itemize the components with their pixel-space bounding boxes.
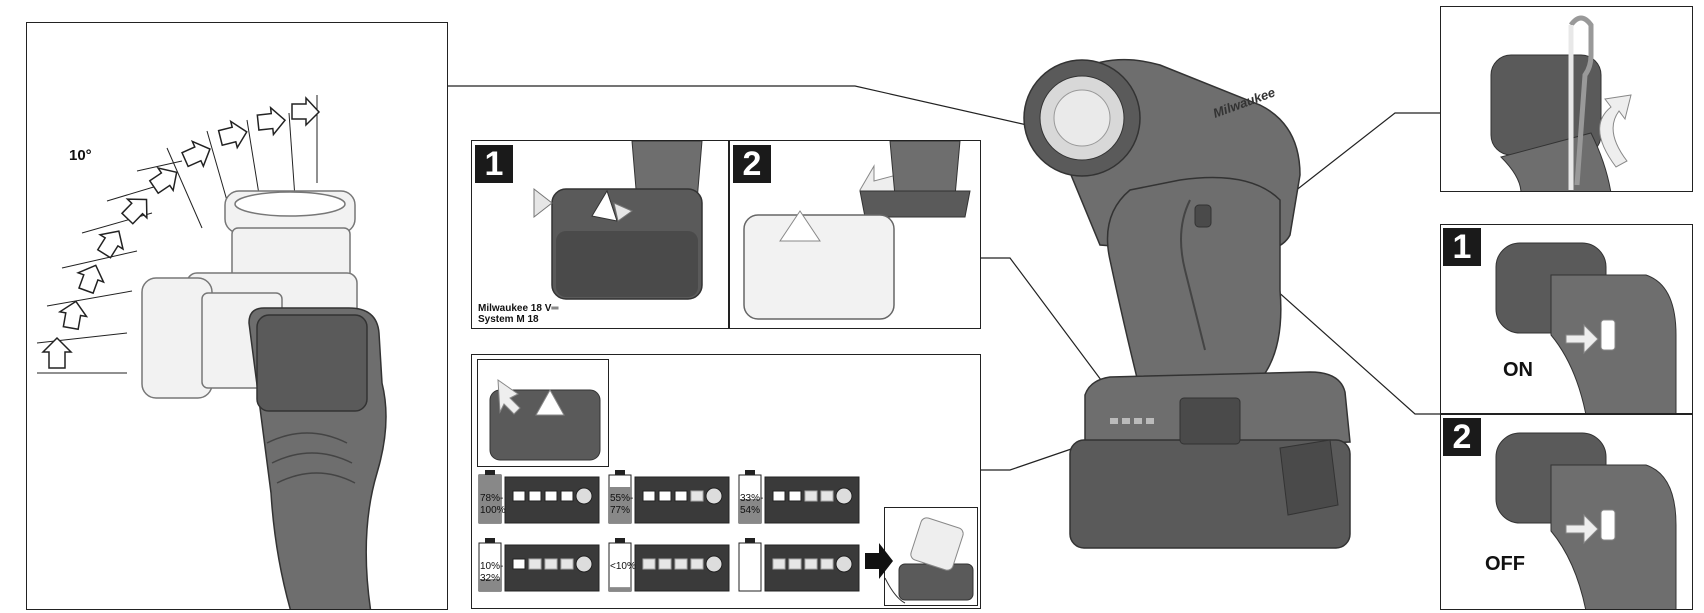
fuel-gauge-button: [835, 487, 853, 505]
led-lit: [544, 490, 558, 502]
charge-percent-top: 10%-: [480, 561, 504, 572]
battery-gauge-cap: [745, 470, 755, 475]
battery-gauge-cap: [745, 538, 755, 543]
fuel-gauge-button: [575, 487, 593, 505]
lamp-handle: [248, 307, 387, 609]
charge-level-item: 33%-54%: [737, 467, 861, 527]
charge-button-inset: [477, 359, 609, 467]
switch-off-panel: 2 OFF: [1440, 414, 1693, 610]
led-off: [788, 558, 802, 570]
charge-percent-top: <10%: [610, 561, 636, 572]
charge-level-item: 10%-32%: [477, 535, 601, 595]
battery-gauge-cap: [485, 538, 495, 543]
battery-gauge-fill: [609, 487, 631, 523]
led-off: [560, 558, 574, 570]
battery-remove-illustration: [743, 141, 971, 320]
charge-level-item: <10%: [607, 535, 731, 595]
charge-level-graphic: [478, 538, 600, 592]
main-lamp-battery: [1069, 371, 1351, 549]
battery-insert-panel: 1 Milwaukee 18 V═ System M 18: [471, 140, 729, 329]
charge-level-graphic: [738, 470, 860, 524]
tilt-arrows: [41, 96, 321, 369]
step-number-badge: 2: [733, 145, 771, 183]
charge-percent-bottom: 32%: [480, 573, 501, 584]
charge-level-item: 55%-77%: [607, 467, 731, 527]
battery-gauge-cap: [615, 538, 625, 543]
led-lit: [528, 490, 542, 502]
led-off: [528, 558, 542, 570]
charge-percent-top: 78%-: [480, 493, 504, 504]
led-off: [658, 558, 672, 570]
charge-level-graphic: [608, 538, 730, 592]
battery-gauge-fill: [479, 579, 501, 591]
led-lit: [658, 490, 672, 502]
switch-off-illustration: [1495, 432, 1677, 609]
led-off: [820, 558, 834, 570]
led-lit: [512, 490, 526, 502]
charge-arrow: [865, 543, 893, 579]
led-off: [804, 490, 818, 502]
led-lit: [674, 490, 688, 502]
charge-percent-top: 33%-: [740, 493, 764, 504]
switch-on-illustration: [1495, 242, 1677, 413]
charge-percent-bottom: 100%: [480, 505, 506, 516]
led-lit: [560, 490, 574, 502]
fuel-gauge-button: [575, 555, 593, 573]
fuel-gauge-button: [705, 555, 723, 573]
hook-panel: [1440, 6, 1693, 192]
switch-on-label: ON: [1503, 359, 1533, 381]
main-lamp-handle: [1106, 176, 1282, 391]
battery-caption-line2: System M 18: [478, 314, 539, 325]
battery-insert-illustration: [533, 141, 703, 300]
charge-level-item: [737, 535, 861, 595]
fuel-gauge-button: [835, 555, 853, 573]
charge-level-panel: 78%-100%55%-77%33%-54%10%-32%<10%: [471, 354, 981, 609]
charge-level-graphic: [478, 470, 600, 524]
led-off: [674, 558, 688, 570]
led-off: [772, 558, 786, 570]
switch-on-panel: 1 ON: [1440, 224, 1693, 414]
angle-label: 10°: [69, 147, 92, 164]
battery-gauge-fill: [479, 475, 501, 523]
led-lit: [772, 490, 786, 502]
charge-percent-top: 55%-: [610, 493, 634, 504]
step-number-badge: 1: [1443, 228, 1481, 266]
charger-inset: [884, 507, 978, 606]
hook-illustration: [1490, 15, 1632, 191]
charge-percent-bottom: 77%: [610, 505, 631, 516]
led-off: [820, 490, 834, 502]
step-number-badge: 1: [475, 145, 513, 183]
led-lit: [512, 558, 526, 570]
battery-remove-panel: 2: [729, 140, 981, 329]
charge-percent-bottom: 54%: [740, 505, 761, 516]
tilt-illustration: [36, 95, 387, 609]
step-number-badge: 2: [1443, 418, 1481, 456]
head-tilt-panel: 10°: [26, 22, 448, 610]
led-lit: [642, 490, 656, 502]
battery-gauge-cap: [615, 470, 625, 475]
led-off: [642, 558, 656, 570]
fuel-gauge-button: [705, 487, 723, 505]
charge-level-graphic: [738, 538, 860, 592]
battery-caption-line1: Milwaukee 18 V═: [478, 303, 559, 314]
led-off: [804, 558, 818, 570]
charge-level-item: 78%-100%: [477, 467, 601, 527]
switch-off-label: OFF: [1485, 553, 1525, 575]
led-off: [544, 558, 558, 570]
charge-level-graphic: [608, 470, 730, 524]
battery-gauge-fill: [609, 587, 631, 591]
battery-gauge-cap: [485, 470, 495, 475]
battery-gauge-fill: [739, 499, 761, 523]
led-lit: [788, 490, 802, 502]
led-off: [690, 490, 704, 502]
led-off: [690, 558, 704, 570]
